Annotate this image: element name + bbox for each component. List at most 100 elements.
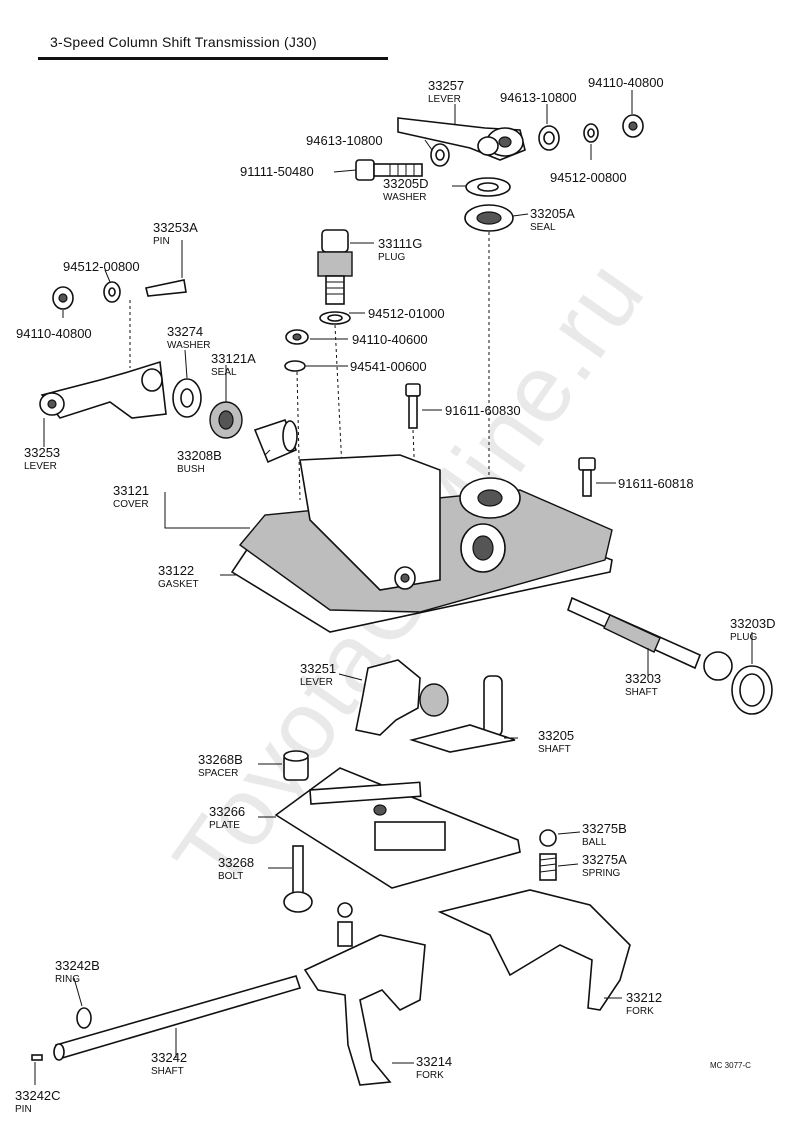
svg-text:94541-00600: 94541-00600 bbox=[350, 359, 427, 374]
callout-33205[interactable]: 33205 SHAFT bbox=[538, 728, 574, 755]
svg-text:BOLT: BOLT bbox=[218, 871, 243, 882]
svg-text:94512-00800: 94512-00800 bbox=[63, 259, 140, 274]
lockwasher-94512-top-drawing bbox=[583, 123, 599, 143]
nut-94110-top-drawing bbox=[622, 114, 644, 138]
svg-text:33275A: 33275A bbox=[582, 852, 627, 867]
svg-text:33275B: 33275B bbox=[582, 821, 627, 836]
svg-text:33214: 33214 bbox=[416, 1054, 452, 1069]
callout-94110-40600[interactable]: 94110-40600 bbox=[352, 332, 428, 347]
bolt-91111-drawing bbox=[355, 159, 423, 181]
callout-91111[interactable]: 91111-50480 bbox=[240, 164, 314, 179]
svg-text:33242: 33242 bbox=[151, 1050, 187, 1065]
callout-33205a[interactable]: 33205A SEAL bbox=[530, 206, 575, 233]
callout-33121[interactable]: 33121 COVER bbox=[113, 483, 149, 510]
svg-text:PIN: PIN bbox=[15, 1104, 32, 1115]
callout-33111g[interactable]: 33111G PLUG bbox=[378, 236, 422, 263]
callout-91611-60830[interactable]: 91611-60830 bbox=[445, 403, 521, 418]
callout-91611-60818[interactable]: 91611-60818 bbox=[618, 476, 694, 491]
svg-text:91611-60818: 91611-60818 bbox=[618, 476, 694, 491]
bolt-33268-drawing bbox=[283, 845, 313, 913]
lockwasher-94512-left-drawing bbox=[103, 281, 121, 303]
bush-33208b-drawing bbox=[253, 418, 298, 464]
shaft-33203-drawing bbox=[567, 596, 733, 681]
svg-text:94512-00800: 94512-00800 bbox=[550, 170, 627, 185]
callout-94110-left[interactable]: 94110-40800 bbox=[16, 326, 92, 341]
svg-text:94110-40800: 94110-40800 bbox=[16, 326, 92, 341]
callout-33275a[interactable]: 33275A SPRING bbox=[582, 852, 627, 879]
lever-33251-drawing bbox=[355, 659, 449, 736]
callout-33275b[interactable]: 33275B BALL bbox=[582, 821, 627, 848]
spacer-33268b-drawing bbox=[283, 750, 309, 781]
svg-text:SPACER: SPACER bbox=[198, 768, 238, 779]
nut-94110-left-drawing bbox=[52, 286, 74, 310]
callout-33122[interactable]: 33122 GASKET bbox=[158, 563, 199, 590]
ring-33242b-drawing bbox=[76, 1007, 92, 1029]
title-underline bbox=[38, 57, 388, 60]
callout-33266[interactable]: 33266 PLATE bbox=[209, 804, 245, 831]
svg-text:94110-40800: 94110-40800 bbox=[588, 75, 664, 90]
washer-94613-drawing bbox=[430, 125, 560, 167]
callout-33208b[interactable]: 33208B BUSH bbox=[177, 448, 222, 475]
svg-text:LEVER: LEVER bbox=[428, 94, 461, 105]
seal-33121a-drawing bbox=[209, 401, 243, 439]
svg-text:PLATE: PLATE bbox=[209, 820, 240, 831]
seal-33205a-drawing bbox=[464, 204, 514, 232]
svg-text:33266: 33266 bbox=[209, 804, 245, 819]
plug-33203d-drawing bbox=[731, 665, 773, 715]
svg-text:BUSH: BUSH bbox=[177, 464, 205, 475]
callout-94512-left[interactable]: 94512-00800 bbox=[63, 259, 140, 274]
svg-text:33205A: 33205A bbox=[530, 206, 575, 221]
callout-94512-top[interactable]: 94512-00800 bbox=[550, 170, 627, 185]
svg-text:FORK: FORK bbox=[626, 1006, 654, 1017]
svg-text:SPRING: SPRING bbox=[582, 868, 621, 879]
svg-text:PLUG: PLUG bbox=[730, 632, 757, 643]
callout-33268b[interactable]: 33268B SPACER bbox=[198, 752, 243, 779]
svg-text:RING: RING bbox=[55, 974, 80, 985]
callout-33214[interactable]: 33214 FORK bbox=[416, 1054, 452, 1081]
callout-33253[interactable]: 33253 LEVER bbox=[24, 445, 60, 472]
svg-text:94613-10800: 94613-10800 bbox=[500, 90, 577, 105]
washer-33205d-drawing bbox=[465, 177, 511, 197]
callout-33257[interactable]: 33257 LEVER bbox=[428, 78, 464, 105]
svg-text:WASHER: WASHER bbox=[383, 192, 427, 203]
fork-33214-drawing bbox=[303, 934, 426, 1086]
pin-33253a-drawing bbox=[145, 279, 187, 297]
svg-text:91611-60830: 91611-60830 bbox=[445, 403, 521, 418]
lever-33253-drawing bbox=[39, 360, 167, 419]
leader-lines bbox=[34, 90, 753, 1085]
callout-33253a[interactable]: 33253A PIN bbox=[153, 220, 198, 247]
svg-text:33121A: 33121A bbox=[211, 351, 256, 366]
svg-text:33253: 33253 bbox=[24, 445, 60, 460]
callout-33205d[interactable]: 33205D WASHER bbox=[383, 176, 429, 203]
svg-text:PLUG: PLUG bbox=[378, 252, 405, 263]
callout-33121a[interactable]: 33121A SEAL bbox=[211, 351, 256, 378]
svg-text:94613-10800: 94613-10800 bbox=[306, 133, 383, 148]
svg-text:COVER: COVER bbox=[113, 499, 149, 510]
washer-33274-drawing bbox=[172, 378, 202, 418]
callout-94512-01000[interactable]: 94512-01000 bbox=[368, 306, 445, 321]
callout-33242[interactable]: 33242 SHAFT bbox=[151, 1050, 187, 1077]
callout-33274[interactable]: 33274 WASHER bbox=[167, 324, 211, 351]
callout-33242c[interactable]: 33242C PIN bbox=[15, 1088, 61, 1115]
callout-94613-right[interactable]: 94613-10800 bbox=[500, 90, 577, 105]
callout-33242b[interactable]: 33242B RING bbox=[55, 958, 100, 985]
svg-text:33274: 33274 bbox=[167, 324, 203, 339]
shaft-33205-drawing bbox=[409, 675, 516, 753]
svg-text:94110-40600: 94110-40600 bbox=[352, 332, 428, 347]
svg-text:33212: 33212 bbox=[626, 990, 662, 1005]
svg-text:33268: 33268 bbox=[218, 855, 254, 870]
lever-33257-drawing bbox=[397, 117, 526, 161]
callout-33203d[interactable]: 33203D PLUG bbox=[730, 616, 776, 643]
bolt-91611-60830-drawing bbox=[405, 383, 421, 429]
callout-33268[interactable]: 33268 BOLT bbox=[218, 855, 254, 882]
fork-33212-drawing bbox=[437, 889, 631, 1011]
callout-94541[interactable]: 94541-00600 bbox=[350, 359, 427, 374]
callout-94613-left[interactable]: 94613-10800 bbox=[306, 133, 383, 148]
callout-33203[interactable]: 33203 SHAFT bbox=[625, 671, 661, 698]
callout-33212[interactable]: 33212 FORK bbox=[626, 990, 662, 1017]
callout-33251[interactable]: 33251 LEVER bbox=[300, 661, 336, 688]
svg-text:SHAFT: SHAFT bbox=[625, 687, 658, 698]
callout-94110-top[interactable]: 94110-40800 bbox=[588, 75, 664, 90]
svg-text:SEAL: SEAL bbox=[211, 367, 237, 378]
